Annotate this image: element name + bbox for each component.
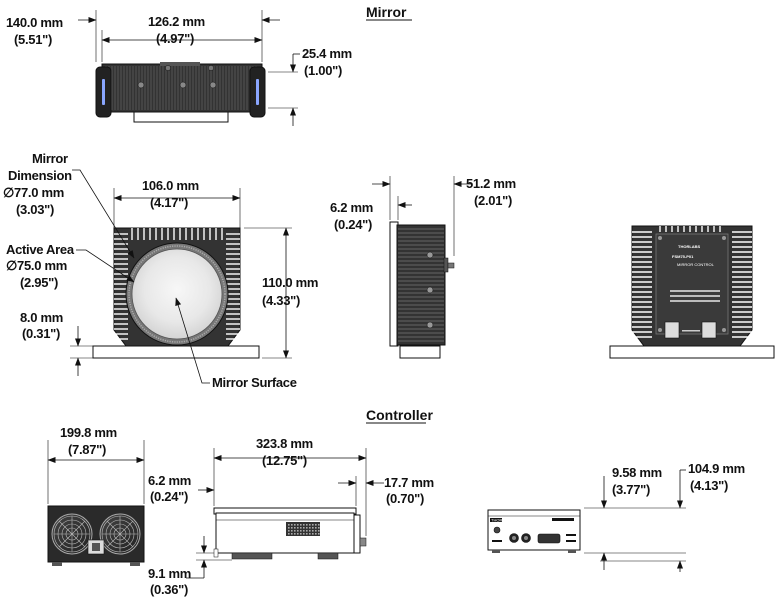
ctrl-left-mm: 6.2 mm (148, 473, 191, 488)
top-inner-mm: 126.2 mm (148, 14, 205, 29)
front-width-in: (4.17") (150, 195, 188, 210)
mirror-top-view (78, 10, 300, 126)
front-height-mm: 110.0 mm (262, 275, 318, 290)
top-height-mm: 25.4 mm (302, 46, 352, 61)
top-width-in: (5.51") (14, 32, 52, 47)
ctrl-width-in: (7.87") (68, 442, 106, 457)
mirror-surface-label: Mirror Surface (212, 375, 297, 390)
front-height-in: (4.33") (262, 293, 300, 308)
mirror-back-view: THORLABS FSM75-P01 MIRROR CONTROL (609, 225, 775, 359)
mirror-dim-in: (3.03") (16, 202, 54, 217)
ctrl-length-mm: 323.8 mm (256, 436, 313, 451)
mirror-dim-label-1: Mirror (32, 151, 68, 166)
side-depth-in: (2.01") (474, 193, 512, 208)
ctrl-foot-in: (0.36") (150, 582, 188, 597)
ctrl-width-mm: 199.8 mm (60, 425, 117, 440)
side-fins (398, 228, 444, 342)
active-area-label: Active Area (6, 242, 75, 257)
front-total-mm: 104.9 mm (688, 461, 745, 476)
front-brand: THORLABS (491, 518, 513, 523)
front-body-in: (3.77") (612, 482, 650, 497)
ctrl-right-mm: 17.7 mm (384, 475, 434, 490)
svg-text:Controller: Controller (366, 407, 433, 423)
controller-front-view: THORLABS (487, 469, 686, 572)
active-area-in: (2.95") (20, 275, 58, 290)
top-inner-in: (4.97") (156, 31, 194, 46)
front-base-mm: 8.0 mm (20, 310, 63, 325)
mirror-front-view (70, 169, 292, 384)
fan-grilles (53, 515, 139, 553)
ctrl-left-in: (0.24") (150, 489, 188, 504)
front-body-mm: 9.58 mm (612, 465, 662, 480)
mirror-dim-label-2: Dimension (8, 168, 72, 183)
vent-grille (286, 522, 320, 536)
svg-text:Mirror: Mirror (366, 4, 407, 20)
controller-side-view (186, 448, 384, 579)
front-base-in: (0.31") (22, 326, 60, 341)
mirror-side-view (372, 176, 472, 359)
controller-end-view (47, 440, 145, 566)
back-model: FSM75-P01 (672, 254, 694, 259)
front-total-in: (4.13") (690, 478, 728, 493)
side-depth-mm: 51.2 mm (466, 176, 516, 191)
side-offset-mm: 6.2 mm (330, 200, 373, 215)
title-controller: Controller (366, 407, 433, 424)
ctrl-length-in: (12.75") (262, 453, 307, 468)
front-fins (114, 228, 240, 340)
front-width-mm: 106.0 mm (142, 178, 199, 193)
top-width-mm: 140.0 mm (6, 15, 63, 30)
back-fins (632, 226, 752, 338)
active-area-mm: ∅75.0 mm (6, 258, 67, 273)
top-height-in: (1.00") (304, 63, 342, 78)
ctrl-right-in: (0.70") (386, 491, 424, 506)
title-mirror: Mirror (366, 4, 412, 21)
back-sub: MIRROR CONTROL (677, 262, 715, 267)
side-offset-in: (0.24") (334, 217, 372, 232)
mirror-dim-mm: ∅77.0 mm (3, 185, 64, 200)
ctrl-foot-mm: 9.1 mm (148, 566, 191, 581)
back-brand: THORLABS (678, 244, 701, 249)
